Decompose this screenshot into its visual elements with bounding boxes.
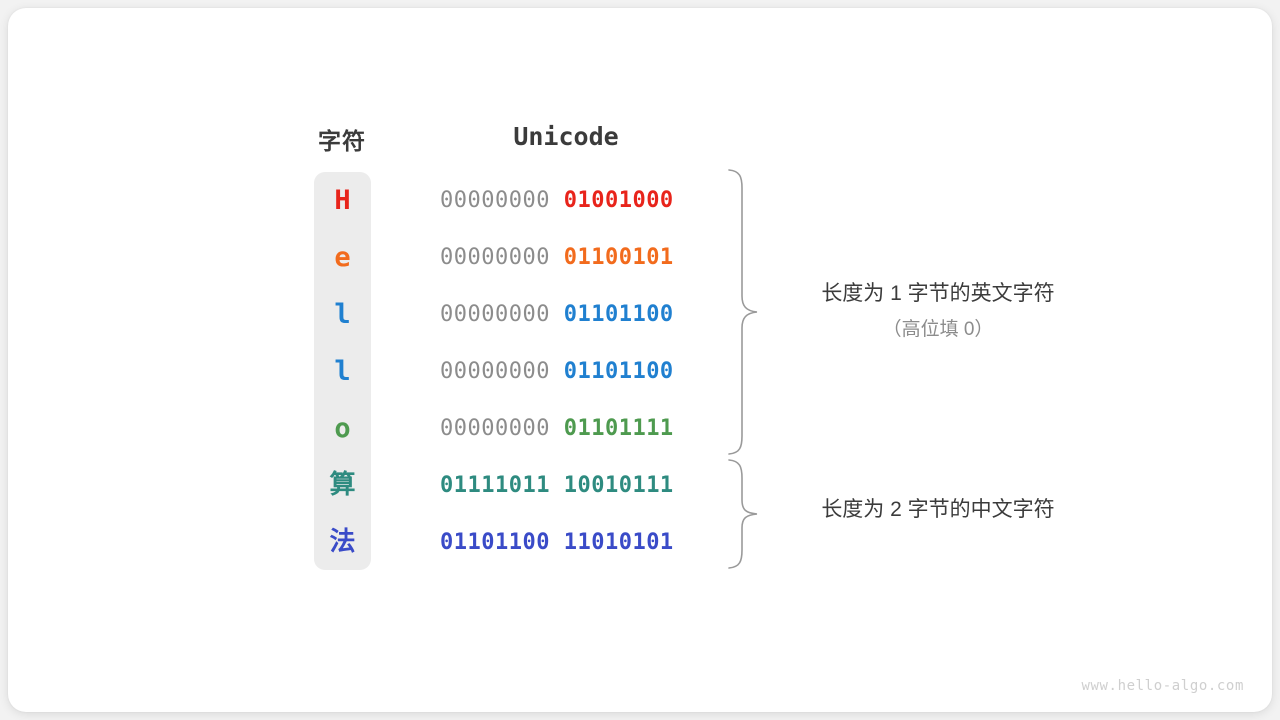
character-cell: l (334, 356, 351, 387)
annotation-group-1-sub: （高位填 0） (882, 319, 994, 340)
high-byte: 00000000 (440, 359, 550, 384)
unicode-binary-row: 01111011 10010111 (440, 457, 692, 514)
high-byte: 00000000 (440, 302, 550, 327)
annotation-group-2-main: 长度为 2 字节的中文字符 (821, 498, 1055, 521)
unicode-binary-row: 01101100 11010101 (440, 514, 692, 571)
unicode-binary-row: 00000000 01100101 (440, 229, 692, 286)
low-byte: 01100101 (563, 245, 674, 270)
low-byte: 11010101 (563, 530, 674, 555)
unicode-binary-row: 00000000 01101100 (440, 343, 692, 400)
character-cell: 算 (329, 470, 356, 500)
high-byte: 01111011 (440, 473, 550, 498)
high-byte: 01101100 (440, 530, 550, 555)
annotation-group-1: 长度为 1 字节的英文字符 （高位填 0） (776, 276, 1100, 348)
low-byte: 01101100 (563, 302, 674, 327)
annotation-group-1-main: 长度为 1 字节的英文字符 (821, 282, 1055, 305)
unicode-binary-row: 00000000 01101111 (440, 400, 692, 457)
low-byte: 01001000 (563, 188, 674, 213)
low-byte: 10010111 (563, 473, 674, 498)
column-header-unicode: Unicode (513, 122, 619, 151)
character-column-panel (314, 172, 371, 570)
high-byte: 00000000 (440, 188, 550, 213)
unicode-binary-row: 00000000 01001000 (440, 172, 692, 229)
high-byte: 00000000 (440, 416, 550, 441)
character-cell: 法 (329, 527, 356, 557)
annotation-group-2: 长度为 2 字节的中文字符 (776, 495, 1100, 525)
character-cell: o (334, 413, 351, 444)
high-byte: 00000000 (440, 245, 550, 270)
low-byte: 01101111 (563, 416, 674, 441)
watermark-url: www.hello-algo.com (1081, 678, 1244, 694)
column-header-character: 字符 (318, 128, 366, 154)
brace-group-2-icon (728, 459, 758, 569)
character-cell: H (334, 185, 351, 216)
low-byte: 01101100 (563, 359, 674, 384)
character-cell: l (334, 299, 351, 330)
character-cell: e (334, 242, 351, 273)
brace-group-1-icon (728, 169, 758, 455)
unicode-binary-row: 00000000 01101100 (440, 286, 692, 343)
